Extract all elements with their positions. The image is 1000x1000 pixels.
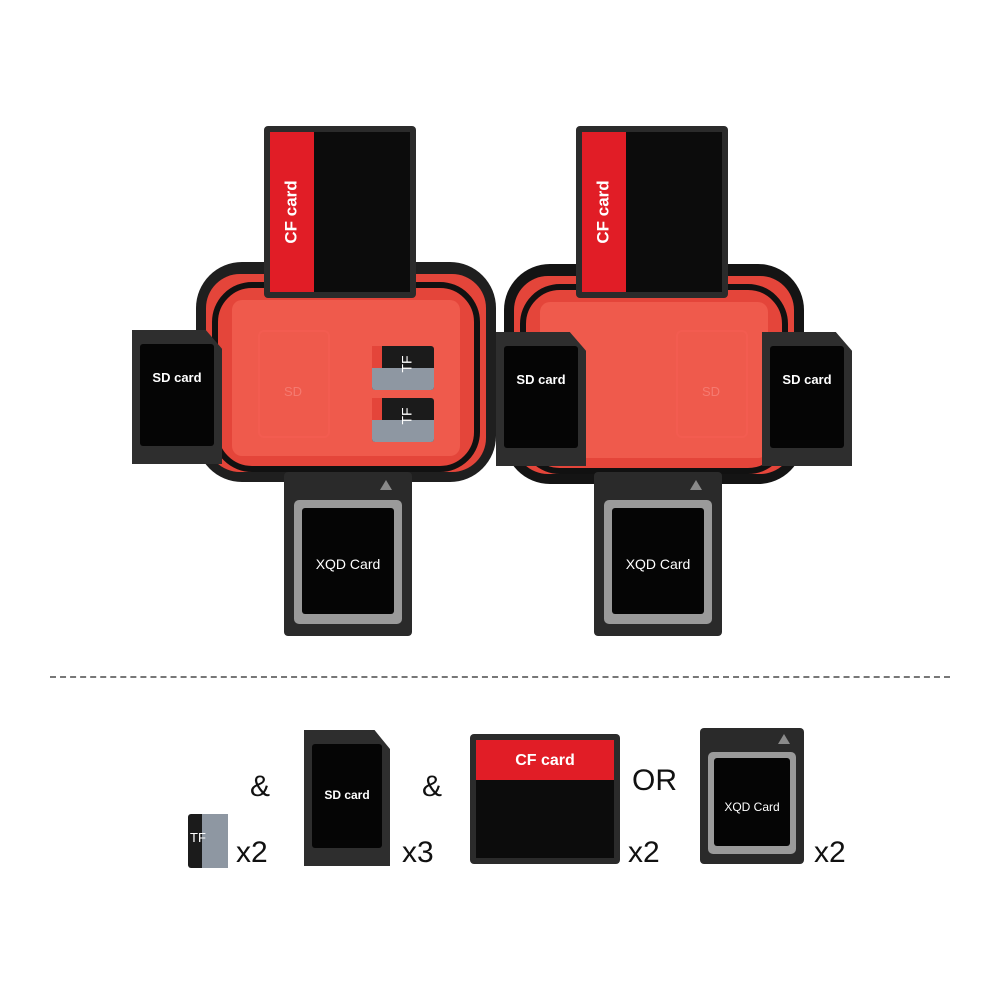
legend-or: OR bbox=[632, 764, 677, 797]
sd-card-label: SD card bbox=[152, 370, 202, 385]
legend-xqd-card: XQD Card bbox=[700, 728, 804, 864]
left-case-sd-slot bbox=[258, 330, 330, 438]
sd-card-right: SD card bbox=[762, 332, 852, 466]
left-case-sd-slot-label: SD bbox=[284, 384, 303, 399]
sd-card-face bbox=[504, 346, 578, 448]
legend-cf-stripe bbox=[476, 740, 614, 780]
legend-cf-label: CF card bbox=[515, 752, 575, 769]
sd-card-label: SD card bbox=[516, 372, 566, 387]
legend-tf-card: TF bbox=[188, 814, 228, 868]
legend-tf-label: TF bbox=[190, 830, 206, 845]
legend-sd-qty: x3 bbox=[402, 836, 434, 869]
tf-card-top: TF bbox=[372, 346, 434, 390]
cf-card-left: CF card bbox=[264, 126, 416, 298]
xqd-card-label: XQD Card bbox=[315, 556, 381, 572]
cf-card-right: CF card bbox=[576, 126, 728, 298]
tf-card-label: TF bbox=[398, 355, 415, 373]
legend-sd-card: SD card bbox=[304, 730, 390, 866]
triangle-marker-icon bbox=[690, 480, 702, 490]
right-case-sd-slot-label: SD bbox=[702, 384, 721, 399]
xqd-card-right: XQD Card bbox=[594, 472, 722, 636]
legend-xqd-label: XQD Card bbox=[724, 800, 780, 814]
legend-sd-label: SD card bbox=[324, 788, 370, 802]
tf-card-bottom: TF bbox=[372, 398, 434, 442]
legend-cf-qty: x2 bbox=[628, 836, 660, 869]
dashed-divider bbox=[50, 676, 950, 678]
legend-xqd-qty: x2 bbox=[814, 836, 846, 869]
sd-card-face bbox=[140, 344, 214, 446]
cf-card-label: CF card bbox=[594, 180, 614, 244]
triangle-marker-icon bbox=[778, 734, 790, 744]
xqd-card-label: XQD Card bbox=[625, 556, 691, 572]
tf-card-label: TF bbox=[398, 407, 415, 425]
legend-and-1: & bbox=[250, 770, 271, 803]
legend-tf-qty: x2 bbox=[236, 836, 268, 869]
triangle-marker-icon bbox=[380, 480, 392, 490]
cf-card-stripe bbox=[270, 132, 314, 292]
sd-card-label: SD card bbox=[782, 372, 832, 387]
right-case-sd-slot bbox=[676, 330, 748, 438]
legend-and-2: & bbox=[422, 770, 443, 803]
sd-card-face bbox=[770, 346, 844, 448]
legend-cf-card: CF card bbox=[470, 734, 620, 864]
xqd-card-left: XQD Card bbox=[284, 472, 412, 636]
sd-card-middle: SD card bbox=[496, 332, 586, 466]
sd-card-left: SD card bbox=[132, 330, 222, 464]
cf-card-stripe bbox=[582, 132, 626, 292]
cf-card-label: CF card bbox=[282, 180, 302, 244]
